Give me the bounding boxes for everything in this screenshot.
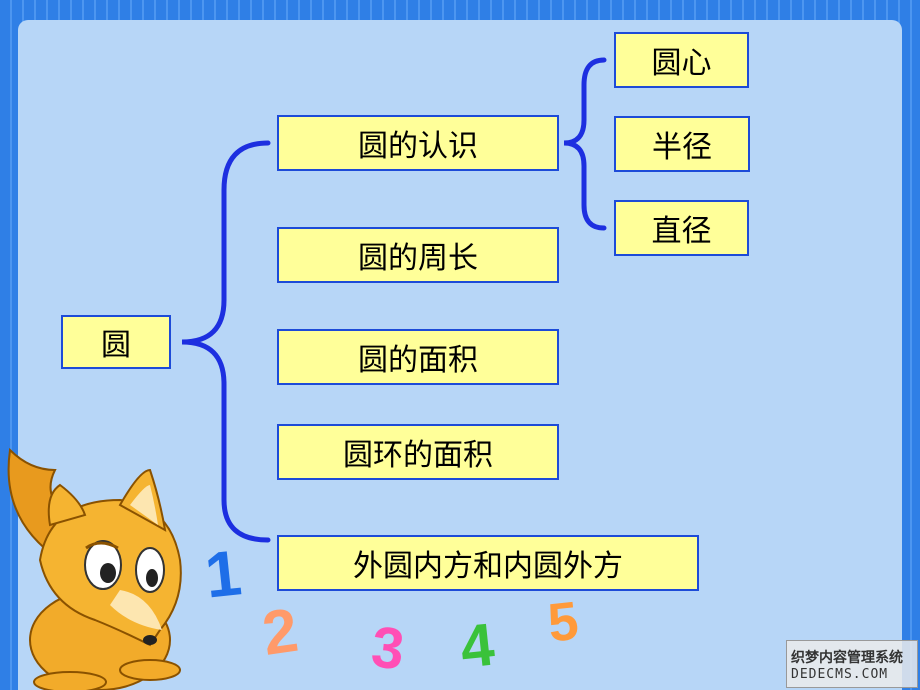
branch-label: 圆的认识 bbox=[358, 129, 478, 164]
digit-1: 1 bbox=[202, 536, 245, 611]
child-node-center: 圆心 bbox=[614, 32, 749, 88]
branch-label: 外圆内方和内圆外方 bbox=[353, 549, 623, 584]
child-node-radius: 半径 bbox=[614, 116, 750, 172]
watermark-line1: 织梦内容管理系统 bbox=[791, 650, 903, 666]
child-label: 圆心 bbox=[651, 46, 712, 81]
root-node: 圆 bbox=[61, 315, 171, 369]
branch-node-annulus-area: 圆环的面积 bbox=[277, 424, 559, 480]
branch-node-circumference: 圆的周长 bbox=[277, 227, 559, 283]
branch-node-area: 圆的面积 bbox=[277, 329, 559, 385]
digit-5: 5 bbox=[545, 591, 581, 654]
sub-brace bbox=[563, 57, 607, 231]
child-label: 直径 bbox=[651, 214, 712, 249]
root-label: 圆 bbox=[101, 328, 131, 363]
root-brace bbox=[181, 140, 271, 543]
digit-4: 4 bbox=[457, 610, 498, 680]
branch-node-circle-basics: 圆的认识 bbox=[277, 115, 559, 171]
digit-2: 2 bbox=[258, 596, 302, 669]
branch-label: 圆的周长 bbox=[358, 241, 478, 276]
watermark-line2: DEDECMS.COM bbox=[791, 667, 889, 682]
digit-3: 3 bbox=[368, 614, 407, 682]
child-label: 半径 bbox=[652, 130, 712, 165]
branch-label: 圆的面积 bbox=[358, 343, 478, 378]
branch-node-inscribed-shapes: 外圆内方和内圆外方 bbox=[277, 535, 699, 591]
branch-label: 圆环的面积 bbox=[343, 438, 493, 473]
watermark: 织梦内容管理系统 DEDECMS.COM bbox=[786, 640, 918, 688]
child-node-diameter: 直径 bbox=[614, 200, 749, 256]
